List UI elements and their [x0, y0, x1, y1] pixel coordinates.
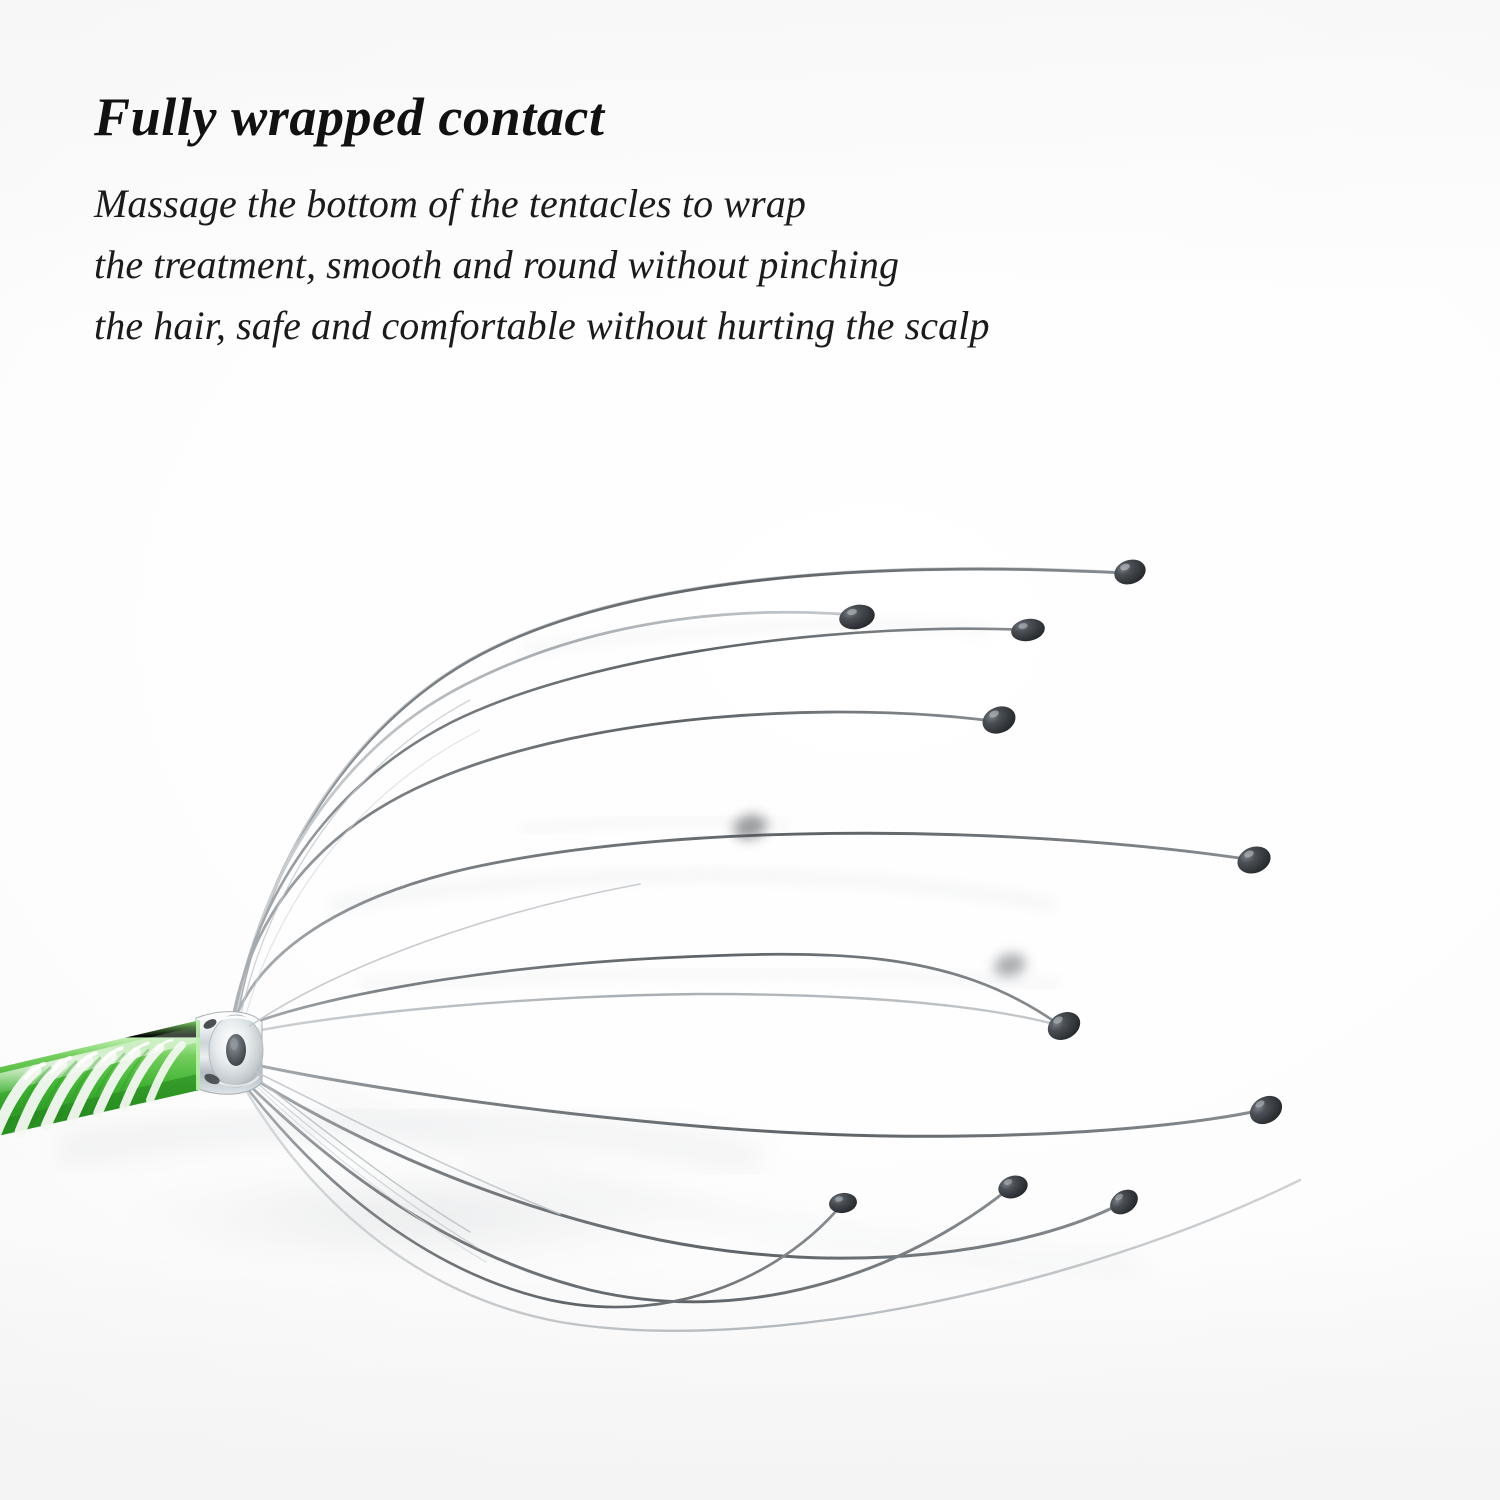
tip-mid-right-3 — [1249, 1095, 1283, 1125]
tentacle-wires-upper — [228, 566, 1255, 1045]
tentacle-wire-2 — [230, 610, 868, 1042]
description-paragraph: Massage the bottom of the tentacles to w… — [94, 174, 1214, 356]
page-title: Fully wrapped contact — [94, 87, 605, 147]
tentacle-wire-3 — [229, 627, 1030, 1040]
description-line-2: the treatment, smooth and round without … — [94, 242, 900, 288]
tentacle-wire-9 — [232, 1064, 1126, 1260]
description-line-1: Massage the bottom of the tentacles to w… — [94, 181, 806, 227]
tentacle-wire-12 — [238, 1078, 1302, 1333]
copy-block: Fully wrapped contact Massage the bottom… — [94, 88, 1214, 357]
tentacle-wire-11 — [236, 1074, 844, 1309]
tentacle-tips — [733, 559, 1283, 1215]
tip-mid-right-2 — [1047, 1012, 1081, 1040]
hub-hole — [226, 1034, 246, 1066]
cast-shadow-group — [57, 618, 1141, 1273]
tip-upper-4 — [982, 706, 1016, 734]
tip-lower-right-2 — [998, 1175, 1028, 1199]
tip-lower-right-1 — [1110, 1189, 1138, 1215]
tentacle-wire-6 — [229, 952, 1060, 1034]
description-line-3: the hair, safe and comfortable without h… — [94, 302, 990, 348]
hub-assembly — [195, 1011, 264, 1095]
tip-mid-right-1 — [1237, 846, 1271, 874]
tentacle-wire-10 — [234, 1070, 1014, 1304]
tentacle-wires-foreground — [249, 883, 641, 1215]
tip-bottom-2 — [733, 814, 767, 840]
tentacle-wire-4 — [228, 710, 1002, 1038]
tip-bottom-3 — [994, 953, 1026, 977]
tip-upper-2 — [839, 604, 875, 630]
handle-assembly — [0, 1020, 200, 1138]
tentacle-wire-8 — [231, 1058, 1264, 1138]
tentacle-wire-7 — [230, 992, 1064, 1038]
tentacle-wire-5 — [228, 831, 1255, 1036]
tip-bottom-1 — [829, 1192, 857, 1214]
tip-upper-3 — [1011, 618, 1045, 642]
handle-grip-ridges — [0, 1041, 186, 1138]
tip-upper-1 — [1114, 559, 1146, 585]
